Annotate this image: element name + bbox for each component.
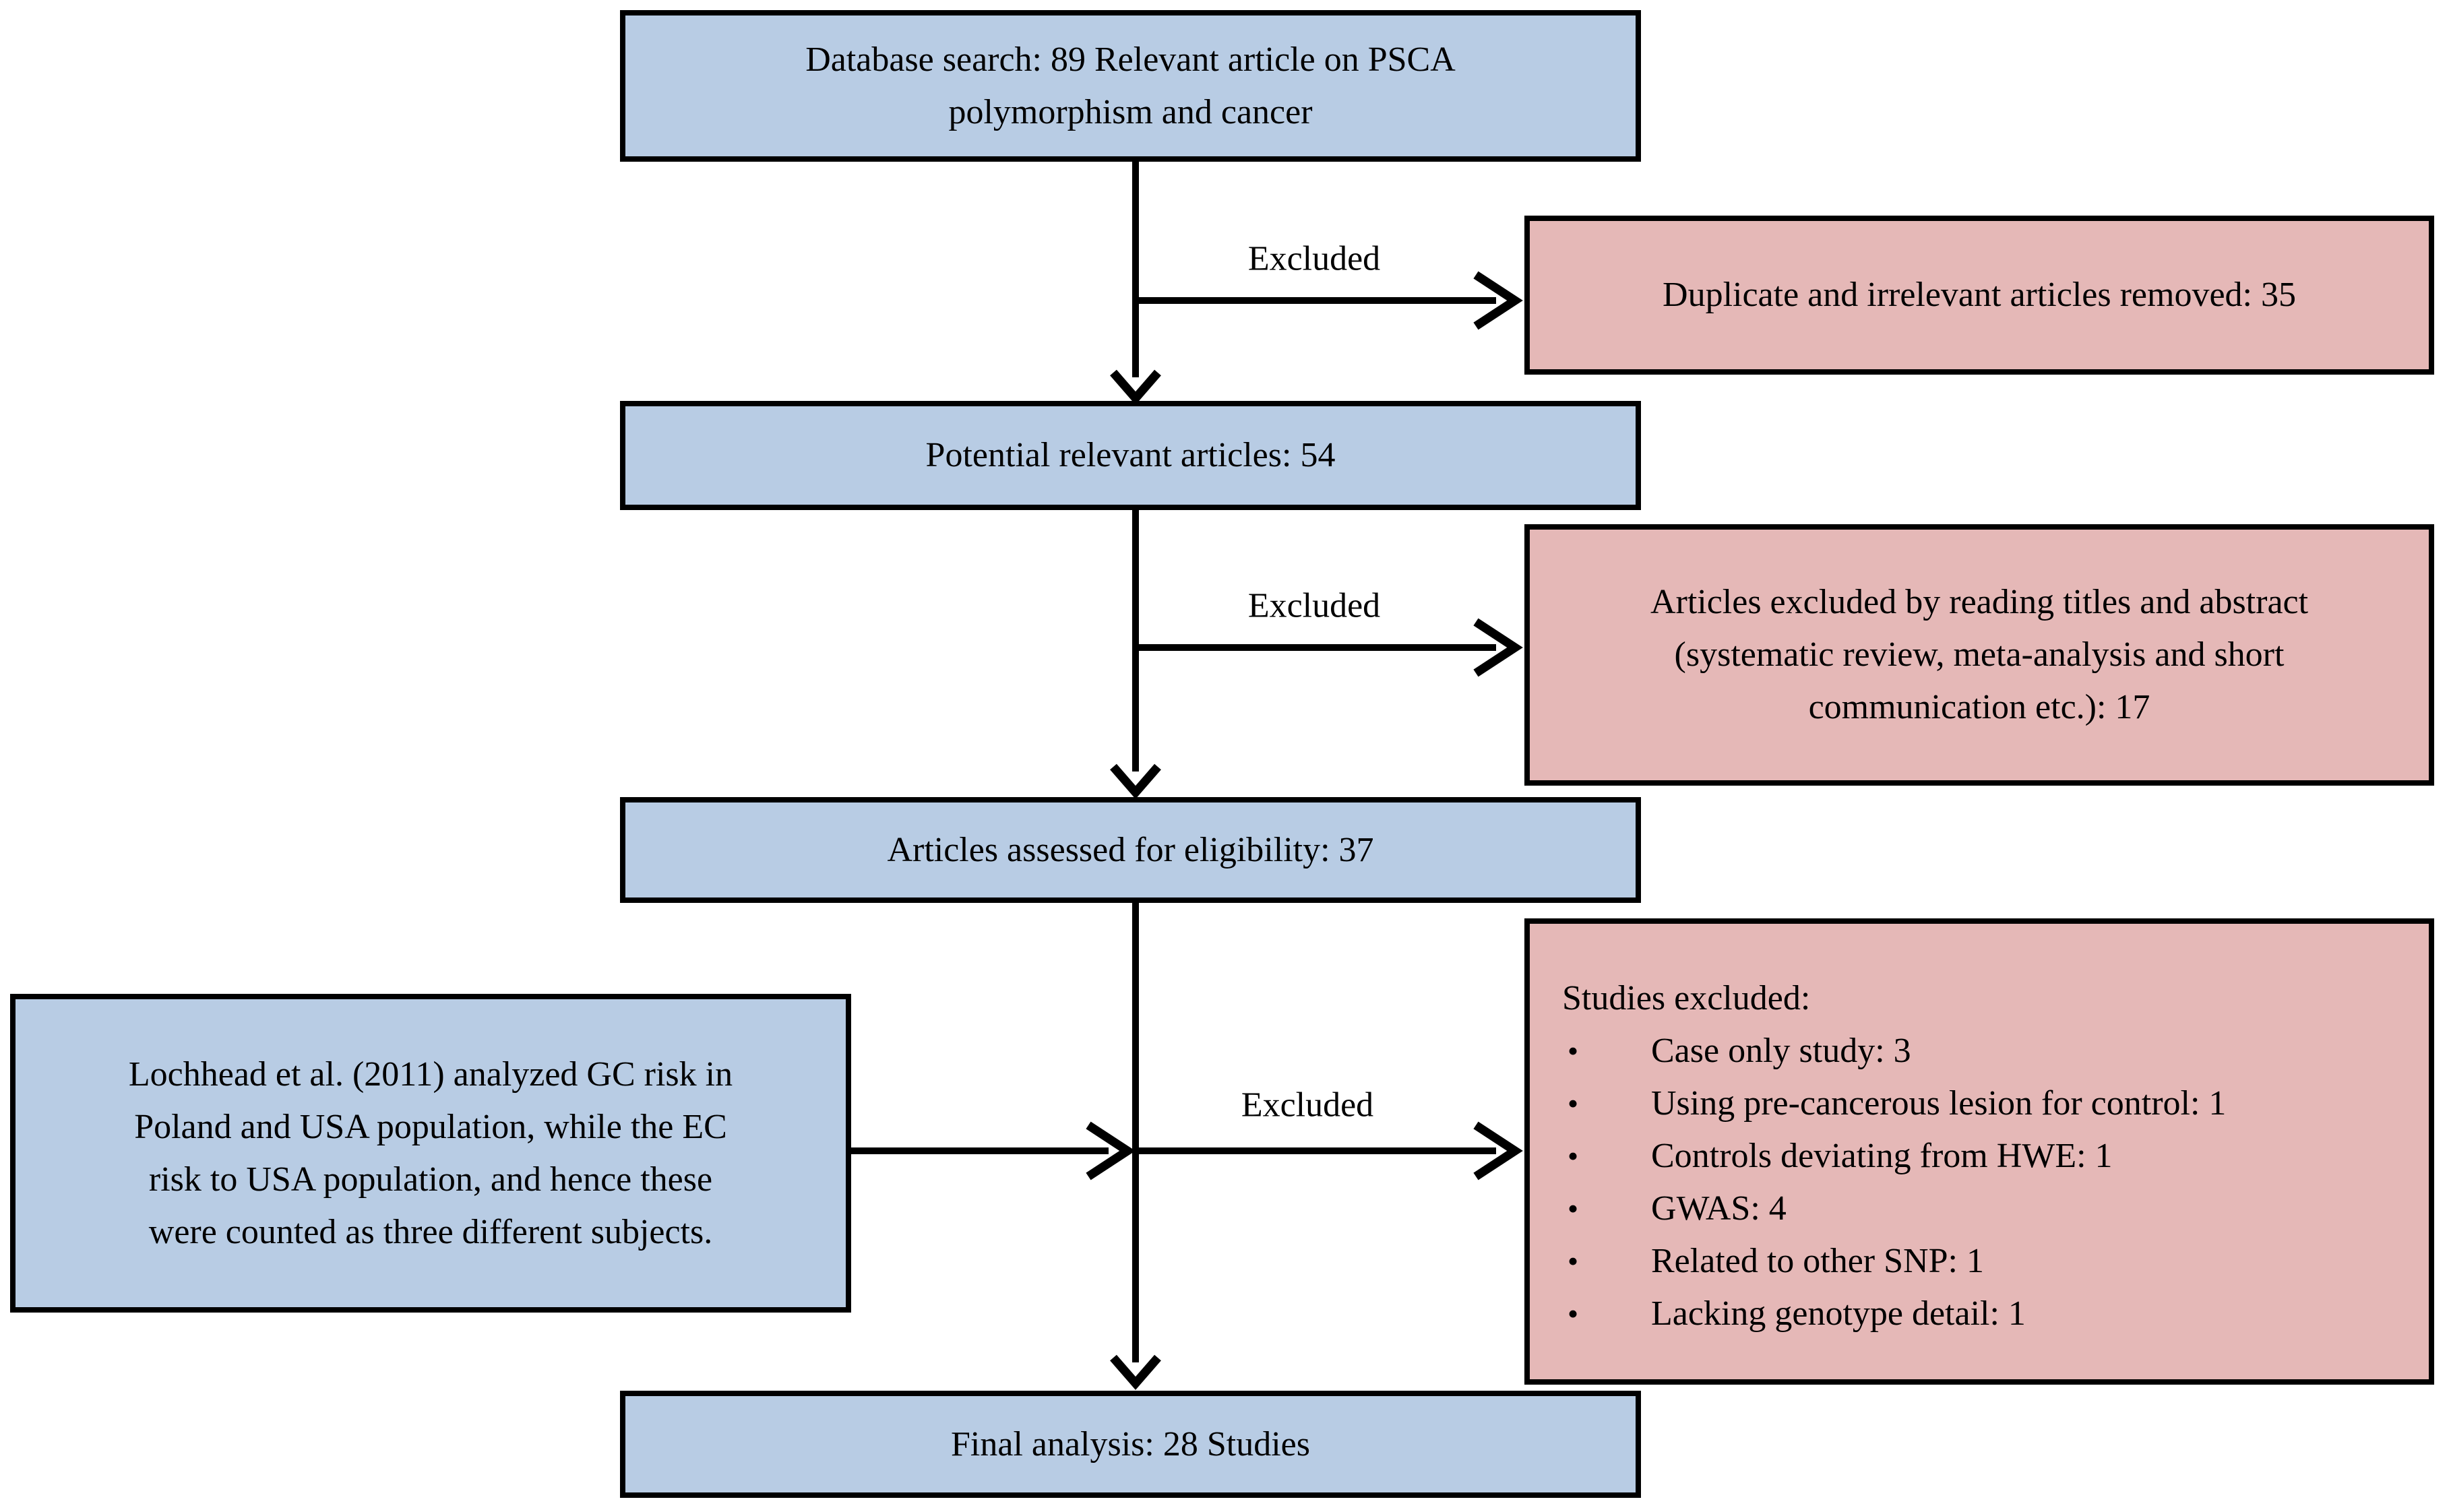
list-item: • Case only study: 3 xyxy=(1530,1025,2409,1077)
box-duplicates-removed: Duplicate and irrelevant articles remove… xyxy=(1524,216,2434,375)
excluded-label: Excluded xyxy=(1247,239,1381,278)
box-text-line: Lochhead et al. (2011) analyzed GC risk … xyxy=(128,1054,733,1094)
arrow-excluded-title-abstract xyxy=(1136,618,1523,677)
box-text-line: Final analysis: 28 Studies xyxy=(951,1424,1310,1463)
box-database-search: Database search: 89 Relevant article on … xyxy=(620,10,1641,162)
box-text-line: (systematic review, meta-analysis and sh… xyxy=(1674,635,2285,674)
bullet-icon: • xyxy=(1568,1296,1579,1331)
box-title-abstract-excluded: Articles excluded by reading titles and … xyxy=(1524,524,2434,786)
list-item: • Related to other SNP: 1 xyxy=(1530,1235,2409,1288)
box-text-line: risk to USA population, and hence these xyxy=(148,1160,713,1199)
bullet-icon: • xyxy=(1568,1086,1579,1121)
excluded-label: Excluded xyxy=(1247,586,1381,625)
list-item-text: GWAS: 4 xyxy=(1651,1189,1787,1228)
box-text-line: Articles excluded by reading titles and … xyxy=(1650,583,2309,621)
box-lochhead-note: Lochhead et al. (2011) analyzed GC risk … xyxy=(10,994,851,1313)
box-text-line: polymorphism and cancer xyxy=(948,92,1313,131)
bullet-icon: • xyxy=(1568,1034,1579,1068)
list-item: • Lacking genotype detail: 1 xyxy=(1530,1288,2409,1340)
box-assessed-eligibility: Articles assessed for eligibility: 37 xyxy=(620,797,1641,903)
box-text-line: Duplicate and irrelevant articles remove… xyxy=(1663,276,2296,314)
box-potential-articles: Potential relevant articles: 54 xyxy=(620,401,1641,510)
arrow-note-to-spine xyxy=(851,1121,1136,1180)
arrow-potential-to-assessed xyxy=(1110,510,1161,799)
arrow-excluded-duplicates xyxy=(1136,271,1523,330)
bullet-icon: • xyxy=(1568,1139,1579,1173)
box-text-line: Database search: 89 Relevant article on … xyxy=(805,40,1456,79)
list-item: • Controls deviating from HWE: 1 xyxy=(1530,1130,2409,1183)
list-item-text: Case only study: 3 xyxy=(1651,1032,1911,1070)
bullet-icon: • xyxy=(1568,1244,1579,1278)
list-item: • GWAS: 4 xyxy=(1530,1183,2409,1235)
arrow-database-to-potential xyxy=(1110,162,1161,405)
excluded-label: Excluded xyxy=(1241,1085,1374,1125)
box-text-line: Potential relevant articles: 54 xyxy=(925,436,1336,474)
list-item-text: Related to other SNP: 1 xyxy=(1651,1242,1984,1280)
list-item-text: Controls deviating from HWE: 1 xyxy=(1651,1137,2113,1175)
bullet-icon: • xyxy=(1568,1191,1579,1226)
box-studies-excluded: Studies excluded: • Case only study: 3 •… xyxy=(1524,918,2434,1385)
box-text-line: Poland and USA population, while the EC xyxy=(134,1107,727,1146)
box-final-analysis: Final analysis: 28 Studies xyxy=(620,1391,1641,1498)
box-text-line: communication etc.): 17 xyxy=(1808,688,2150,726)
box-text-line: Articles assessed for eligibility: 37 xyxy=(887,830,1374,869)
studies-excluded-heading: Studies excluded: xyxy=(1562,979,1811,1017)
list-item-text: Lacking genotype detail: 1 xyxy=(1651,1294,2026,1333)
box-text-line: were counted as three different subjects… xyxy=(148,1212,713,1251)
arrow-assessed-to-final xyxy=(1110,902,1161,1390)
arrow-excluded-studies xyxy=(1136,1121,1523,1180)
list-item-text: Using pre-cancerous lesion for control: … xyxy=(1651,1084,2227,1123)
list-item: • Using pre-cancerous lesion for control… xyxy=(1530,1077,2409,1130)
